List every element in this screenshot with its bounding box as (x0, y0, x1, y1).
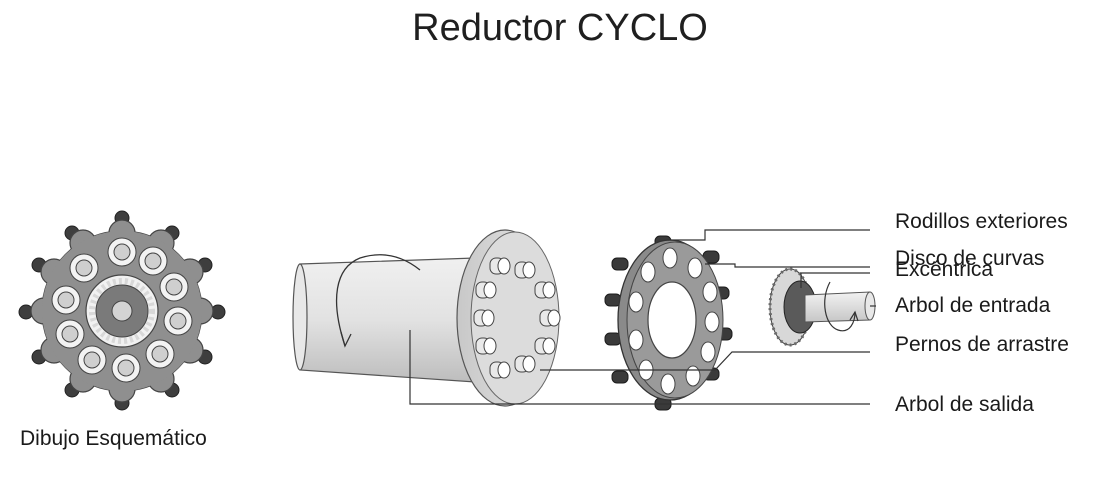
label-cam-disc: Disco de curvas (895, 247, 1045, 270)
schematic-caption: Dibujo Esquemático (20, 427, 207, 450)
input-shaft-assembly (768, 267, 876, 347)
leader-lines (409, 229, 876, 405)
diagram-title: Reductor CYCLO (412, 7, 708, 49)
label-eccentric: Excéntrica (895, 258, 994, 281)
flange-drive-pins (473, 257, 561, 379)
label-output-shaft: Arbol de salida (895, 393, 1034, 416)
output-shaft-assembly (292, 229, 561, 407)
label-drive-pins: Pernos de arrastre (895, 333, 1069, 356)
label-input-shaft: Arbol de entrada (895, 294, 1051, 317)
schematic-drive-pins (51, 237, 193, 383)
schematic-cross-section (18, 210, 226, 411)
label-outer-rollers: Rodillos exteriores (895, 210, 1068, 233)
schematic-eccentric-bearing (85, 274, 159, 348)
cam-disc-assembly (604, 235, 733, 411)
